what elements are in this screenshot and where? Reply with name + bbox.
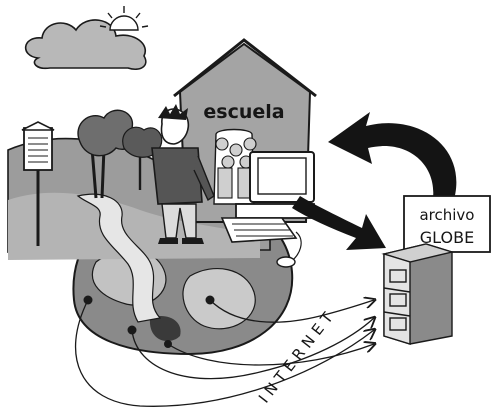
school-label: escuela xyxy=(203,101,284,123)
download-arrow xyxy=(328,112,456,206)
archive-label-line1: archivo xyxy=(419,206,474,224)
cloud-sun-icon xyxy=(26,6,148,69)
archive-cabinet: archivo GLOBE xyxy=(384,196,490,344)
